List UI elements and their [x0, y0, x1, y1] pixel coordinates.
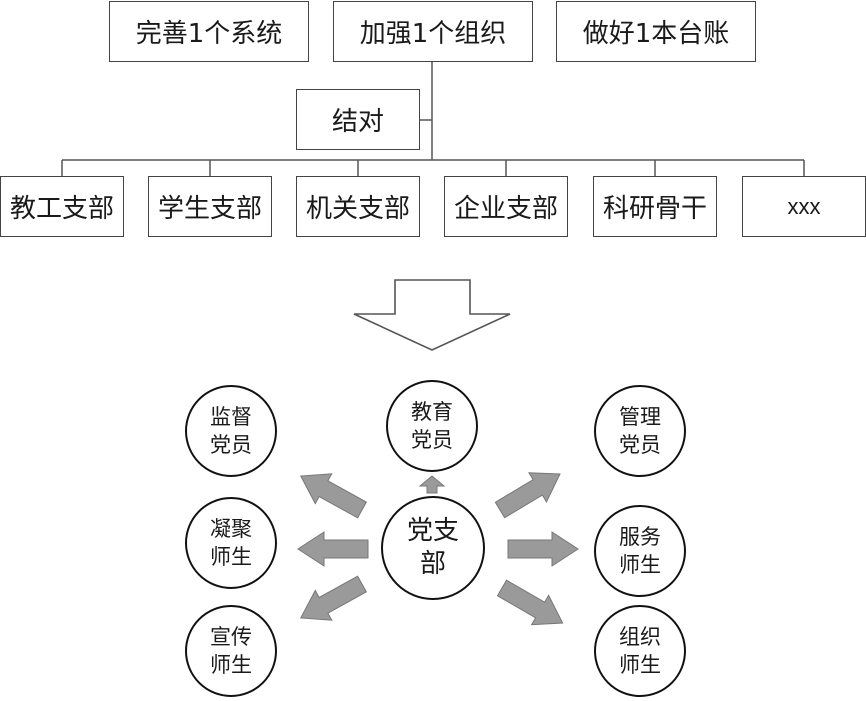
role-label-line1: 组织: [619, 625, 661, 649]
role-label-line2: 党员: [210, 433, 252, 457]
role-circle-educate: 教育 党员: [386, 380, 478, 472]
role-label-line2: 党员: [411, 428, 453, 452]
role-label-line1: 管理: [619, 405, 661, 429]
arrow-down-right: [493, 572, 572, 639]
role-circle-serve: 服务 师生: [594, 505, 686, 597]
goal-box-ledger: 做好1本台账: [556, 1, 756, 62]
role-label-line2: 党员: [619, 433, 661, 457]
role-label-line1: 宣传: [210, 625, 252, 649]
role-label-line1: 凝聚: [210, 517, 252, 541]
role-circle-publicize: 宣传 师生: [185, 605, 277, 697]
branch-box-office: 机关支部: [296, 176, 420, 237]
arrow-down-left: [292, 568, 371, 634]
hub-label-line1: 党支: [406, 516, 459, 546]
goal-box-system: 完善1个系统: [109, 1, 309, 62]
arrow-up-left: [292, 460, 371, 526]
branch-box-faculty: 教工支部: [0, 176, 124, 237]
hub-label-line2: 部: [419, 549, 446, 579]
branch-box-enterprise: 企业支部: [444, 176, 568, 237]
hub-circle: 党支 部: [381, 496, 485, 600]
arrow-up: [418, 475, 446, 494]
role-label-line2: 师生: [210, 653, 252, 677]
role-label-line1: 监督: [210, 405, 252, 429]
arrow-right: [507, 531, 579, 567]
role-circle-organize: 组织 师生: [594, 605, 686, 697]
arrow-left: [297, 531, 369, 567]
down-arrow: [353, 279, 511, 351]
role-label-line2: 师生: [210, 545, 252, 569]
branch-box-placeholder: xxx: [742, 176, 866, 237]
role-circle-supervise: 监督 党员: [185, 385, 277, 477]
role-label-line2: 师生: [619, 553, 661, 577]
role-label-line1: 教育: [411, 400, 453, 424]
branch-box-student: 学生支部: [148, 176, 272, 237]
arrow-up-right: [490, 458, 570, 526]
branch-box-research: 科研骨干: [593, 176, 717, 237]
goal-box-organization: 加强1个组织: [333, 1, 533, 62]
role-label-line2: 师生: [619, 653, 661, 677]
role-label-line1: 服务: [619, 525, 661, 549]
pairing-box: 结对: [296, 89, 420, 150]
role-circle-unite: 凝聚 师生: [185, 497, 277, 589]
role-circle-manage: 管理 党员: [594, 385, 686, 477]
